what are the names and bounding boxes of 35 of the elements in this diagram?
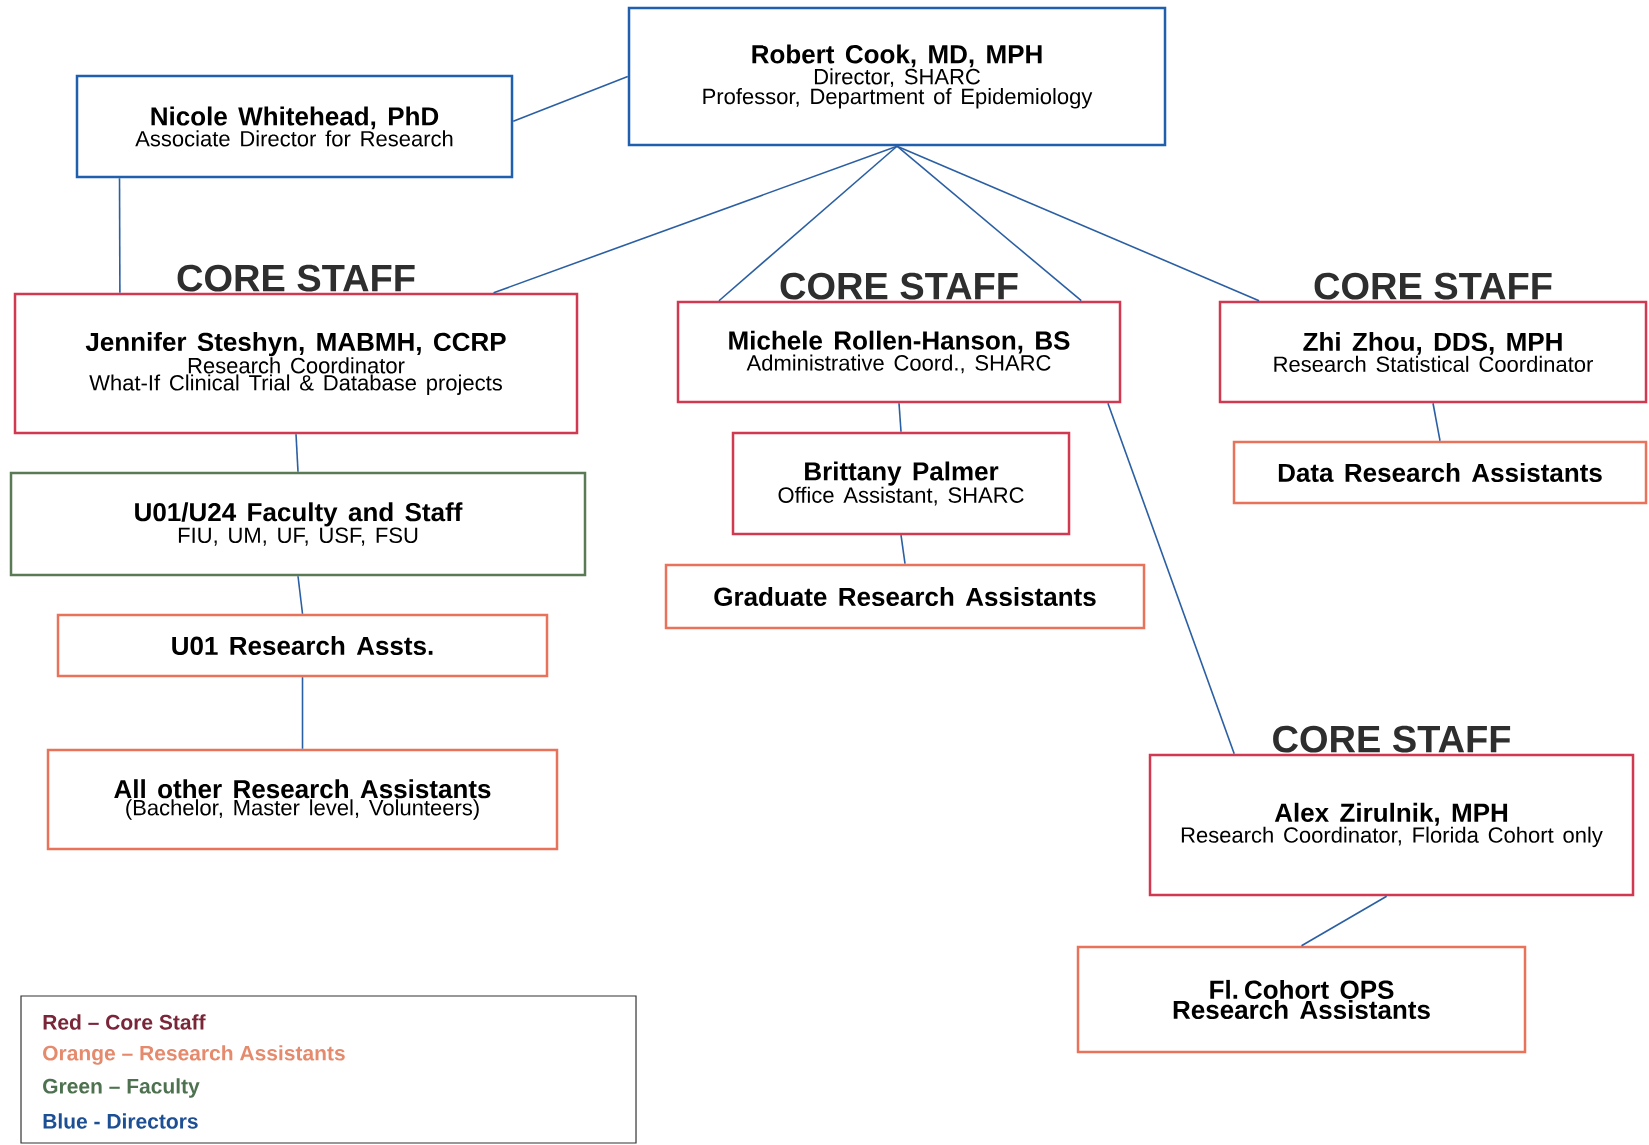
staff-box: Robert Cook, MD, MPH Director, SHARC Professor, Department of Epidemiology: [627, 6, 1167, 147]
connector-line: [118, 177, 121, 294]
connector-line: [1432, 402, 1441, 442]
staff-box: Brittany Palmer Office Assistant, SHARC: [731, 431, 1071, 536]
staff-box: Data Research Assistants: [1232, 440, 1648, 505]
connector-line: [301, 676, 304, 750]
staff-box: Fl. Cohort OPS Research Assistants: [1076, 945, 1527, 1054]
connector-line: [896, 145, 1260, 302]
staff-box: All other Research Assistants (Bachelor, Master level, Volunteers): [46, 748, 559, 851]
section-heading: CORE STAFF: [1273, 725, 1511, 753]
connector-line: [896, 145, 1083, 302]
staff-box: Zhi Zhou, DDS, MPH Research Statistical Coordinator: [1218, 300, 1648, 404]
legend-entry: Red – Core Staff: [43, 1014, 206, 1030]
connector-line: [898, 402, 902, 433]
staff-box: Michele Rollen-Hanson, BS Administrative Coord., SHARC: [676, 300, 1122, 404]
section-heading: CORE STAFF: [1314, 272, 1552, 300]
staff-box: U01 Research Assts.: [56, 613, 549, 678]
connector-line: [297, 575, 304, 615]
connector-line: [718, 145, 898, 302]
staff-box: Jennifer Steshyn, MABMH, CCRP Research Coordinator What-If Clinical Trial & Database projects: [13, 292, 579, 435]
staff-box: Alex Zirulnik, MPH Research Coordinator, Florida Cohort only: [1148, 753, 1635, 897]
staff-box: Graduate Research Assistants: [664, 563, 1146, 630]
legend-entry: Orange – Research Assistants: [43, 1045, 345, 1065]
connector-line: [1107, 402, 1235, 755]
section-heading: CORE STAFF: [177, 264, 415, 292]
legend-entry: Green – Faculty: [43, 1078, 200, 1098]
connector-line: [900, 534, 906, 565]
staff-box: Nicole Whitehead, PhD Associate Director for Research: [75, 74, 514, 179]
connector-line: [1300, 895, 1388, 947]
legend-entry: Blue - Directors: [43, 1113, 198, 1129]
connector-line: [512, 75, 629, 123]
connector-line: [492, 145, 898, 294]
staff-box: U01/U24 Faculty and Staff FIU, UM, UF, USF, FSU: [9, 471, 587, 577]
connector-line: [295, 433, 299, 473]
section-heading: CORE STAFF: [780, 272, 1018, 300]
